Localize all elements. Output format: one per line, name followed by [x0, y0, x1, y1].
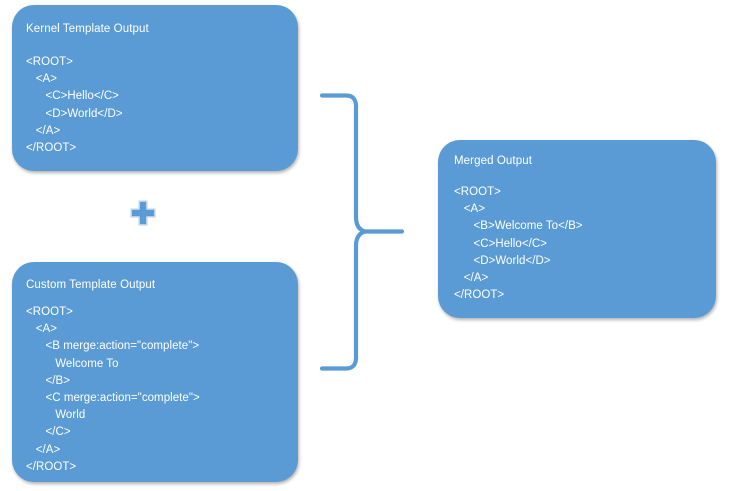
kernel-template-output-code: <ROOT> <A> <C>Hello</C> <D>World</D> </A… [26, 56, 123, 155]
custom-template-output-box: Custom Template Output <ROOT> <A> <B mer… [12, 262, 298, 482]
merged-output-box: Merged Output <ROOT> <A> <B>Welcome To</… [438, 140, 716, 318]
curly-brace-connector-icon [316, 86, 408, 378]
custom-template-output-code: <ROOT> <A> <B merge:action="complete"> W… [26, 306, 200, 473]
custom-template-output-title: Custom Template Output [26, 279, 156, 291]
merged-output-code: <ROOT> <A> <B>Welcome To</B> <C>Hello</C… [454, 186, 583, 302]
kernel-template-output-title: Kernel Template Output [26, 23, 149, 35]
kernel-template-output-box: Kernel Template Output <ROOT> <A> <C>Hel… [12, 5, 298, 171]
merged-output-title: Merged Output [454, 155, 533, 167]
plus-icon [129, 199, 157, 227]
